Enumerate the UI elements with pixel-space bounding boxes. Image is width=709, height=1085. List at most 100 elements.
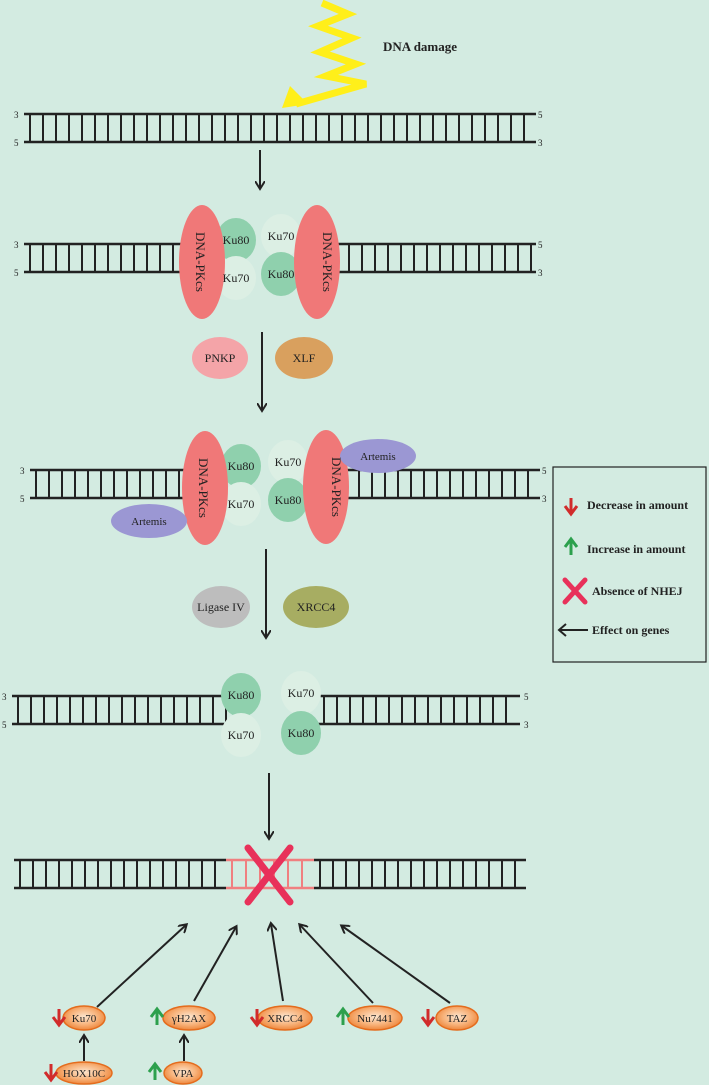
legend-increase-label: Increase in amount bbox=[587, 542, 685, 556]
xrcc4-label: XRCC4 bbox=[297, 600, 336, 614]
legend-up-arrow-icon bbox=[563, 536, 579, 548]
ku80-label: Ku80 bbox=[228, 459, 255, 473]
ku70-blob bbox=[261, 214, 301, 258]
xrcc4-blob bbox=[283, 586, 349, 628]
ku70-blob bbox=[268, 440, 308, 484]
pnkp-label: PNKP bbox=[205, 351, 236, 365]
factor-h2ax bbox=[162, 1005, 216, 1031]
lightning-bolt-icon bbox=[295, 0, 367, 108]
end-label-5-bottom-left: 5 bbox=[14, 138, 19, 148]
factor-arrows bbox=[43, 1006, 436, 1083]
end-label-5: 5 bbox=[542, 466, 547, 476]
ku80-blob bbox=[281, 711, 321, 755]
end-label-5: 5 bbox=[524, 692, 529, 702]
dna-intact bbox=[24, 112, 536, 144]
ku70-blob bbox=[221, 713, 261, 757]
xlf-blob bbox=[275, 337, 333, 379]
lightning-tip-icon bbox=[282, 86, 308, 108]
end-label-3: 3 bbox=[20, 466, 25, 476]
dna-broken-ends bbox=[24, 242, 536, 274]
dna-pkcs-label: DNA-PKcs bbox=[196, 458, 211, 518]
ku80-blob bbox=[221, 444, 261, 488]
dna-pkcs-label: DNA-PKcs bbox=[193, 232, 208, 292]
ligase-iv-label: Ligase IV bbox=[197, 600, 245, 614]
effect-arrow-xrcc4 bbox=[271, 924, 284, 1002]
legend-box bbox=[552, 466, 707, 663]
dna-pkcs-label: DNA-PKcs bbox=[329, 457, 344, 517]
pnkp-blob bbox=[192, 337, 248, 379]
dna-pkcs-blob bbox=[182, 431, 228, 545]
ku80-label: Ku80 bbox=[223, 233, 250, 247]
factor-taz-label: TAZ bbox=[447, 1013, 468, 1025]
down-arrow-icon bbox=[43, 1071, 59, 1083]
legend-decrease-label: Decrease in amount bbox=[587, 498, 688, 512]
end-label-3: 3 bbox=[524, 720, 529, 730]
ku70-label: Ku70 bbox=[228, 728, 255, 742]
dna-ku-bound bbox=[12, 694, 520, 726]
ku70-label: Ku70 bbox=[288, 686, 315, 700]
ku80-blob bbox=[216, 218, 256, 262]
end-label-3: 3 bbox=[538, 268, 543, 278]
ku70-blob bbox=[216, 256, 256, 300]
down-arrow-icon bbox=[420, 1016, 436, 1028]
dna-pkcs-label: DNA-PKcs bbox=[320, 232, 335, 292]
ku80-label: Ku80 bbox=[228, 688, 255, 702]
ku80-label: Ku80 bbox=[288, 726, 315, 740]
effect-arrow-h2ax bbox=[193, 927, 236, 1002]
legend-effect-arrow-icon bbox=[557, 623, 567, 637]
xlf-label: XLF bbox=[293, 351, 316, 365]
factor-vpa bbox=[163, 1061, 203, 1085]
end-label-5: 5 bbox=[20, 494, 25, 504]
factor-hox10c-label: HOX10C bbox=[63, 1068, 105, 1080]
ku80-blob bbox=[221, 673, 261, 717]
end-label-3: 3 bbox=[542, 494, 547, 504]
factor-vpa-label: VPA bbox=[173, 1068, 194, 1080]
legend-icons bbox=[557, 498, 588, 637]
ku70-blob bbox=[221, 482, 261, 526]
effect-arrow-ku70 bbox=[96, 925, 186, 1008]
end-label-3-top-left: 3 bbox=[14, 110, 19, 120]
ku70-label: Ku70 bbox=[268, 229, 295, 243]
up-arrow-icon bbox=[147, 1061, 163, 1073]
up-arrow-icon bbox=[335, 1006, 351, 1018]
ku70-blob bbox=[281, 671, 321, 715]
end-label-5: 5 bbox=[2, 720, 7, 730]
factor-ku70-label: Ku70 bbox=[72, 1013, 97, 1025]
artemis-blob bbox=[111, 504, 187, 538]
legend-absence-label: Absence of NHEJ bbox=[592, 584, 683, 598]
factor-nu7441-label: Nu7441 bbox=[357, 1013, 392, 1025]
legend-down-arrow-icon bbox=[563, 505, 579, 517]
ku80-label: Ku80 bbox=[275, 493, 302, 507]
dna-with-artemis bbox=[30, 468, 540, 500]
ku80-blob bbox=[261, 252, 301, 296]
dna-damage-label: DNA damage bbox=[383, 39, 457, 54]
end-label-5: 5 bbox=[14, 268, 19, 278]
factor-xrcc4-label: XRCC4 bbox=[267, 1013, 303, 1025]
end-label-3: 3 bbox=[2, 692, 7, 702]
artemis-label: Artemis bbox=[131, 516, 166, 528]
end-label-3: 3 bbox=[14, 240, 19, 250]
up-arrow-icon bbox=[149, 1006, 165, 1018]
end-label-3-bottom-right: 3 bbox=[538, 138, 543, 148]
ku70-label: Ku70 bbox=[223, 271, 250, 285]
end-label-5-top-right: 5 bbox=[538, 110, 543, 120]
effect-arrow-nu7441 bbox=[300, 925, 374, 1004]
down-arrow-icon bbox=[51, 1016, 67, 1028]
ku80-blob bbox=[268, 478, 308, 522]
artemis-label: Artemis bbox=[360, 451, 395, 463]
dna-pkcs-blob bbox=[303, 430, 349, 544]
ligase-iv-blob bbox=[192, 586, 250, 628]
artemis-blob bbox=[340, 439, 416, 473]
dna-pkcs-blob bbox=[179, 205, 225, 319]
dna-unrepaired bbox=[14, 858, 526, 890]
ku80-label: Ku80 bbox=[268, 267, 295, 281]
down-arrow-icon bbox=[249, 1016, 265, 1028]
dna-pkcs-blob bbox=[294, 205, 340, 319]
absence-cross-icon bbox=[244, 844, 294, 906]
end-label-5: 5 bbox=[538, 240, 543, 250]
effect-arrow-taz bbox=[342, 926, 451, 1004]
factor-h2ax-label: γH2AX bbox=[171, 1013, 206, 1025]
ku70-label: Ku70 bbox=[275, 455, 302, 469]
